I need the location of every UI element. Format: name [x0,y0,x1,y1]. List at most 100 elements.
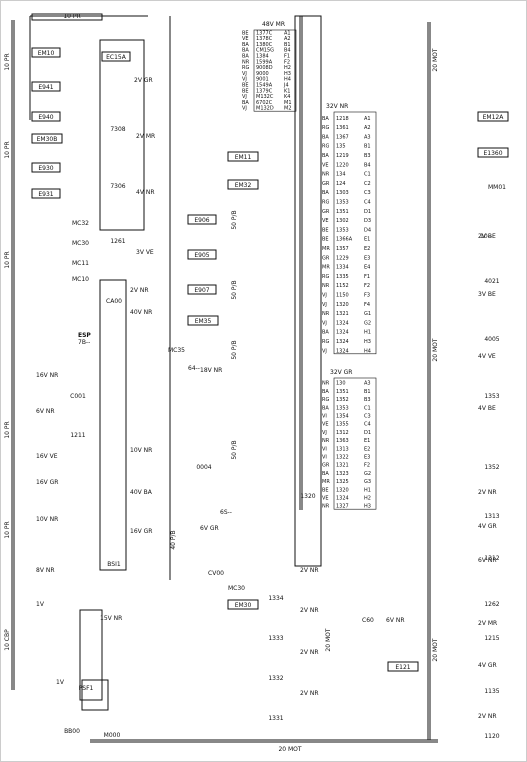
pin48-color: RG [242,65,249,71]
pin48-color: VJ [242,77,247,83]
pin32gr-pin: B1 [364,389,371,395]
pin32gr-color: NR [322,504,330,510]
pin48-color: VJ [242,106,247,112]
p64-label: 64-- [188,365,200,372]
pin48-color: BE [242,83,249,89]
pin32nr-pin: F2 [364,283,370,289]
c60-label: C60 [362,617,374,624]
conn-4v-be: 4V BE [478,405,496,412]
pin32nr-pin: A2 [364,125,371,131]
pin32nr-wire: 134 [336,172,346,178]
component-ec15a: EC15A [101,51,131,62]
p1313-label: 1313 [484,513,499,520]
pin32nr-pin: D1 [364,209,371,215]
pin32nr-pin: B3 [364,153,371,159]
pin32gr-color: VI [322,446,327,452]
pin32gr-color: NR [322,438,330,444]
pin32nr-color: NR [322,283,330,289]
pin48-color: BA [242,42,249,48]
pin32nr-wire: 135 [336,144,346,150]
wire-label-right-3: 20 MOT [432,638,439,661]
component-em10: EM10 [31,47,61,58]
pin32nr-wire: 1302 [336,218,349,224]
pin32nr-wire: 1320 [336,302,349,308]
pin32nr-color: NR [322,172,330,178]
ec15a-label: EC15A [106,54,127,61]
p1262-label: 1262 [484,601,499,608]
pin32nr-wire: 1353 [336,200,349,206]
pin32gr-pin: C3 [364,414,371,420]
pin48-pin: K4 [284,94,290,100]
pin48-pin: M1 [284,100,292,106]
component-em12a: EM12A [477,111,509,122]
pin48-pin: H4 [284,77,291,83]
em35-label: EM35 [195,318,212,325]
pin32gr-wire: 1324 [336,496,349,502]
conn-8v-nr: 8V NR [36,567,55,574]
e121-label: E121 [395,664,410,671]
pin32nr-color: MR [322,265,330,271]
component-e905: E905 [187,249,217,260]
p1215-label: 1215 [484,635,499,642]
pin48-wire: M132D [256,106,274,112]
wire-label-bottom: 20 MOT [278,746,301,753]
conn-2v-be: 2V BE [478,233,496,240]
pin32gr-pin: G2 [364,471,371,477]
component-e907: E907 [187,284,217,295]
conn-48v-mr: 48V MR [262,21,285,28]
pin48-pin: M2 [284,106,292,112]
conn-3v-ve: 3V VE [136,249,154,256]
pin48-wire: 9001 [256,77,269,83]
conn-40v-nr: 40V NR [130,309,152,316]
pin48-pin: J4 [283,83,289,89]
pin32gr-wire: 1327 [336,504,349,510]
pin32gr-wire: 1323 [336,471,349,477]
pin48-pin: A2 [284,36,291,42]
pin32gr-pin: C1 [364,405,371,411]
pin32nr-pin: C1 [364,172,371,178]
pin32nr-color: RG [322,125,329,131]
pin32nr-pin: F3 [364,293,370,299]
pin32nr-wire: 1324 [336,348,349,354]
pin48-wire: 1599A [256,59,273,65]
pin32nr-wire: 1303 [336,190,349,196]
wire-label-left-4: 10 PR [4,421,11,438]
pin32nr-color: BA [322,116,329,122]
pin32nr-color: BE [322,227,329,233]
conn-18v-nr: 18V NR [200,367,222,374]
conn-2v-nr-r2: 2V NR [478,713,497,720]
conn-2v-gr: 2V GR [134,77,153,84]
pin48-color: NR [242,59,250,65]
pin48-pin: F1 [284,54,290,60]
conn-2v-nr-1333: 2V NR [300,607,319,614]
pin48-wire: 1549A [256,83,273,89]
e905-label: E905 [194,252,209,259]
component-em32: EM32 [227,179,259,190]
pin32nr-wire: 1357 [336,246,349,252]
conn-2v-nr-1332: 2V NR [300,649,319,656]
wire-label-center-6: 40 P/B [170,530,177,549]
e930-label: E930 [38,165,53,172]
pin32nr-wire: 1220 [336,162,349,168]
pin32nr-wire: 1219 [336,153,349,159]
p4005-label: 4005 [484,336,499,343]
conn-2v-nr-r: 2V NR [478,489,497,496]
pin32nr-wire: 1218 [336,116,349,122]
pin32nr-color: VJ [322,320,327,326]
pin48-pin: A1 [284,30,291,36]
pin48-color: VJ [242,94,247,100]
pin32gr-wire: 1351 [336,389,349,395]
pin32gr-color: MR [322,479,330,485]
pin32nr-pin: H3 [364,339,371,345]
pin32nr-pin: F1 [364,274,370,280]
pin32nr-wire: 1321 [336,311,349,317]
conn-32v-nr: 32V NR [326,103,348,110]
mm01-label: MM01 [488,184,506,191]
pin32gr-color: VE [322,422,329,428]
pin32nr-pin: E3 [364,255,370,261]
pin48-color: BA [242,100,249,106]
pin32nr-wire: 1335 [336,274,349,280]
